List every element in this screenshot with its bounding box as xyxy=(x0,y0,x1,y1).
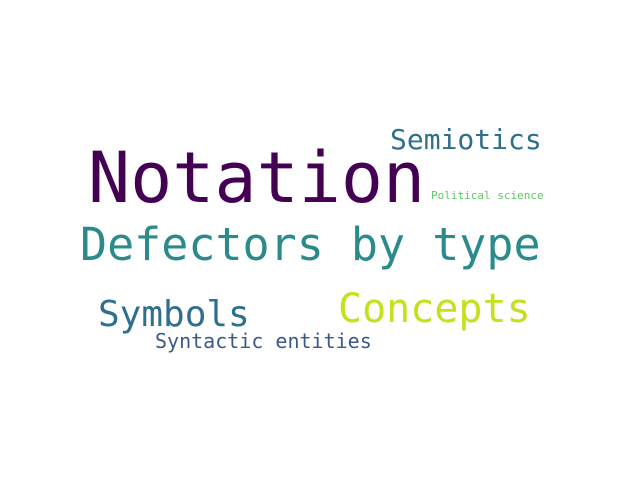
word-notation: Notation xyxy=(88,137,426,219)
word-semiotics: Semiotics xyxy=(390,123,542,156)
word-syntactic-entities: Syntactic entities xyxy=(155,329,372,353)
word-symbols: Symbols xyxy=(98,294,250,335)
word-political-science: Political science xyxy=(431,189,544,202)
word-concepts: Concepts xyxy=(338,286,531,332)
word-defectors-by-type: Defectors by type xyxy=(80,218,541,271)
